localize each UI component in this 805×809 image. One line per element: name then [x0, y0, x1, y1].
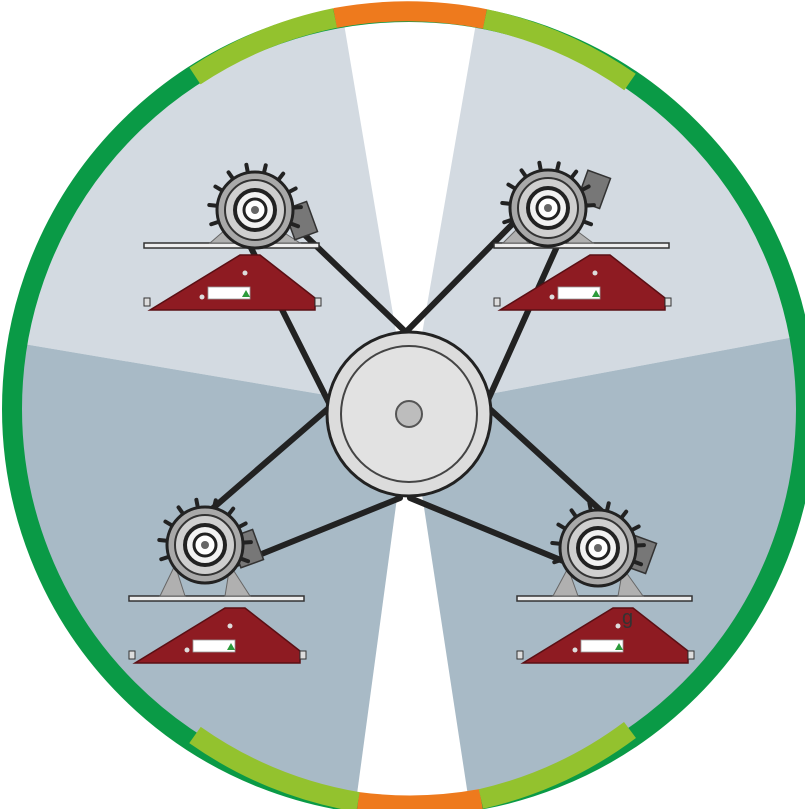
alternator-icon: [207, 162, 303, 250]
belt: [235, 219, 333, 408]
alternator-icon: [157, 497, 253, 585]
belt: [407, 495, 588, 573]
pulley-icon: [325, 330, 493, 498]
warning-label-icon: [192, 639, 236, 653]
alternator-bottom-left: [128, 497, 307, 664]
mounting-base-icon: [128, 595, 307, 664]
alternator-bottom-right: [516, 500, 695, 664]
mounting-base-icon: [516, 595, 695, 664]
ring-orange-top: [333, 1, 487, 29]
warning-label-icon: [580, 639, 624, 653]
ring-lightgreen-4: [478, 721, 636, 809]
alternator-icon: [550, 500, 646, 588]
ring-lightgreen-1: [189, 8, 338, 85]
alternator-top-left: [143, 162, 322, 311]
ring-lightgreen-2: [482, 9, 636, 91]
warning-label-icon: [207, 286, 251, 300]
mounting-base-icon: [143, 242, 322, 311]
ring-orange-bottom: [357, 789, 483, 809]
alternator-top-right: [493, 160, 672, 311]
belt: [485, 219, 571, 403]
ring-lightgreen-3: [189, 726, 360, 809]
mounting-base-icon: [493, 242, 672, 311]
warning-label-icon: [557, 286, 601, 300]
belt: [477, 397, 623, 531]
stray-text: g: [622, 607, 633, 629]
alternator-icon: [500, 160, 596, 248]
